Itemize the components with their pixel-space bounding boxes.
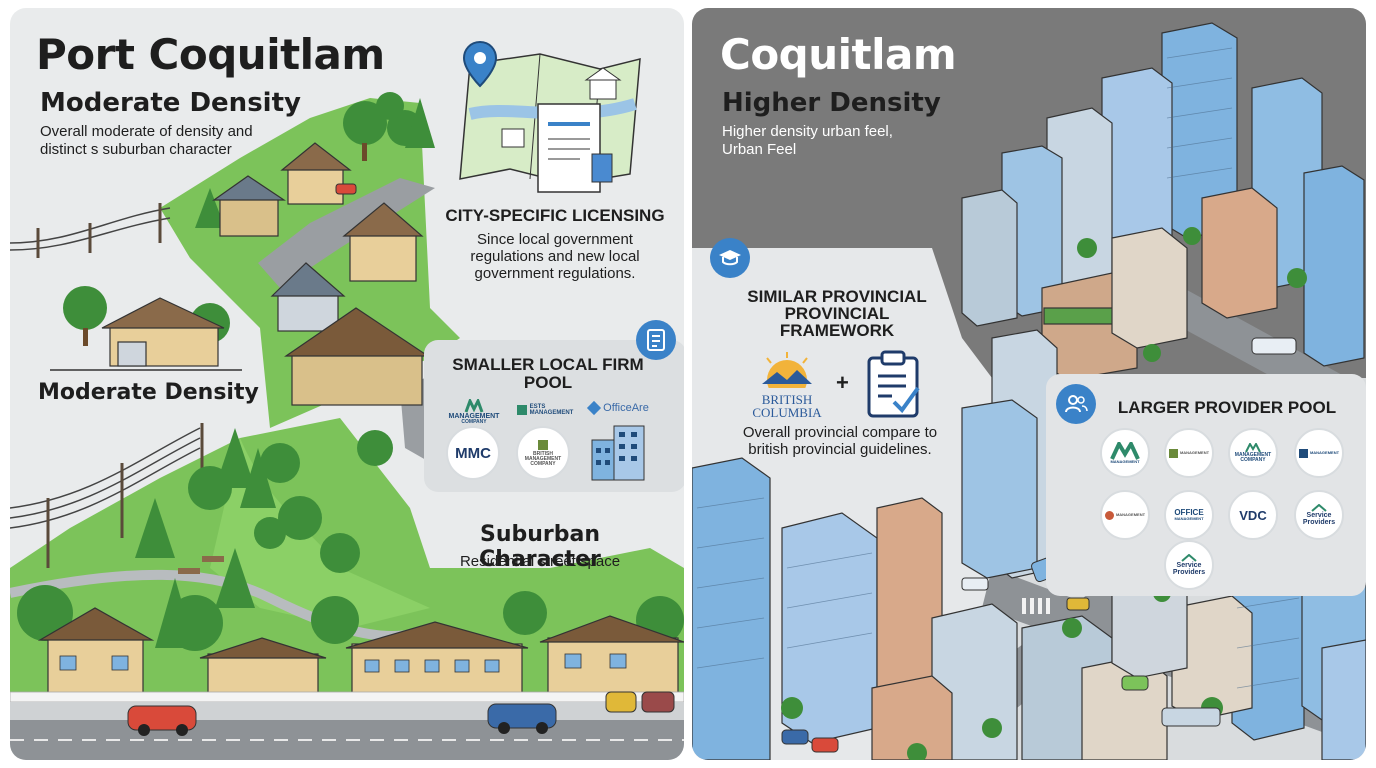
density-description-line-2: distinct s suburban character: [40, 141, 232, 158]
framework-heading-line-2: PROVINCIAL: [784, 304, 890, 323]
suburban-description: Residential street space: [459, 553, 621, 570]
british-logo-line-2: MANAGEMENT: [524, 455, 562, 462]
mgmt-provider-line-1: MANAGEMENT: [1234, 452, 1272, 458]
firm-pool-heading-line-2: POOL: [523, 373, 573, 392]
people-icon: [1056, 384, 1096, 424]
officeare-logo: OfficeAre: [586, 398, 652, 418]
office-provider-sub: MANAGEMENT: [1174, 516, 1204, 521]
map-pin-icon: [462, 40, 498, 93]
service-providers-logo-1: Service Providers: [1294, 490, 1344, 540]
map-license-illustration: [459, 53, 641, 193]
british-columbia-logo: BRITISH COLUMBIA: [744, 350, 830, 419]
bc-logo-line-2: COLUMBIA: [752, 405, 822, 420]
density-description-line-2: Urban Feel: [722, 141, 797, 158]
management-company-provider-logo: MANAGEMENT COMPANY: [1228, 428, 1278, 478]
office-building-icon: [591, 425, 645, 481]
ests-provider-sub: MANAGEMENT: [1309, 450, 1340, 455]
plus-sign: +: [836, 370, 849, 395]
management-company-logo: MANAGEMENT COMPANY: [442, 394, 506, 430]
british-logo-line-1: BRITISH: [533, 450, 553, 457]
page-title: Port Coquitlam: [36, 30, 385, 79]
office-provider-name: OFFICE: [1174, 508, 1204, 517]
service-providers-logo-2: Service Providers: [1164, 540, 1214, 590]
ests-logo-line-1: ESTS: [529, 404, 546, 410]
ests-logo-line-2: MANAGEMENT: [529, 410, 574, 416]
density-heading: Higher Density: [722, 88, 941, 118]
office-provider-logo: OFFICE MANAGEMENT: [1164, 490, 1214, 540]
framework-heading-line-1: SIMILAR PROVINCIAL: [747, 287, 927, 306]
m-provider-logo: MANAGEMENT: [1100, 428, 1150, 478]
density-heading: Moderate Density: [40, 88, 301, 118]
service-2-line-2: Providers: [1172, 569, 1206, 576]
clipboard-check-icon: [866, 350, 922, 425]
vdc-provider-logo: VDC: [1228, 490, 1278, 540]
graduation-cap-icon: [710, 238, 750, 278]
ests-management-logo: ESTS MANAGEMENT: [514, 400, 576, 420]
mgmt-provider-line-2: COMPANY: [1240, 457, 1266, 463]
license-document-icon: [636, 320, 676, 360]
service-1-line-1: Service: [1306, 512, 1332, 519]
licensing-description-line-3: government regulations.: [474, 265, 636, 282]
management-logo-line-2: COMPANY: [461, 419, 487, 425]
small-provider-logo: MANAGEMENT: [1100, 490, 1150, 540]
framework-description-line-1: Overall provincial compare to: [742, 424, 938, 441]
small-provider-sub: MANAGEMENT: [1115, 512, 1146, 517]
licensing-description-line-2: regulations and new local: [470, 248, 640, 265]
firm-pool-heading-line-1: SMALLER LOCAL FIRM: [452, 355, 644, 374]
m-provider-sub: MANAGEMENT: [1110, 459, 1140, 464]
british-management-logo: BRITISH MANAGEMENT COMPANY: [516, 426, 570, 480]
density-description-line-1: Overall moderate of density and: [40, 123, 253, 140]
house-density-label: Moderate Density: [38, 380, 259, 405]
estate-provider-sub: MANAGEMENT: [1179, 450, 1210, 455]
licensing-description-line-1: Since local government: [477, 231, 633, 248]
suburban-heading: Suburban Character: [479, 522, 601, 572]
port-coquitlam-panel: Port Coquitlam Moderate Density Overall …: [10, 8, 684, 760]
bc-logo-line-1: BRITISH: [761, 392, 813, 407]
officeare-logo-text: OfficeAre: [603, 401, 649, 414]
page-title: Coquitlam: [720, 30, 957, 79]
service-1-line-2: Providers: [1302, 519, 1336, 526]
management-logo-line-1: MANAGEMENT: [448, 413, 500, 420]
mmc-logo: MMC: [446, 426, 500, 480]
coquitlam-panel: Coquitlam Higher Density Higher density …: [692, 8, 1366, 760]
estate-provider-logo: MANAGEMENT: [1164, 428, 1214, 478]
framework-description-line-2: british provincial guidelines.: [748, 441, 932, 458]
framework-heading-line-3: FRAMEWORK: [779, 321, 895, 340]
ests-provider-logo: MANAGEMENT: [1294, 428, 1344, 478]
licensing-heading: CITY-SPECIFIC LICENSING: [445, 206, 665, 225]
british-logo-line-3: COMPANY: [530, 460, 556, 467]
density-description-line-1: Higher density urban feel,: [722, 123, 893, 140]
service-2-line-1: Service: [1176, 562, 1202, 569]
provider-pool-heading: LARGER PROVIDER POOL: [1117, 398, 1337, 417]
